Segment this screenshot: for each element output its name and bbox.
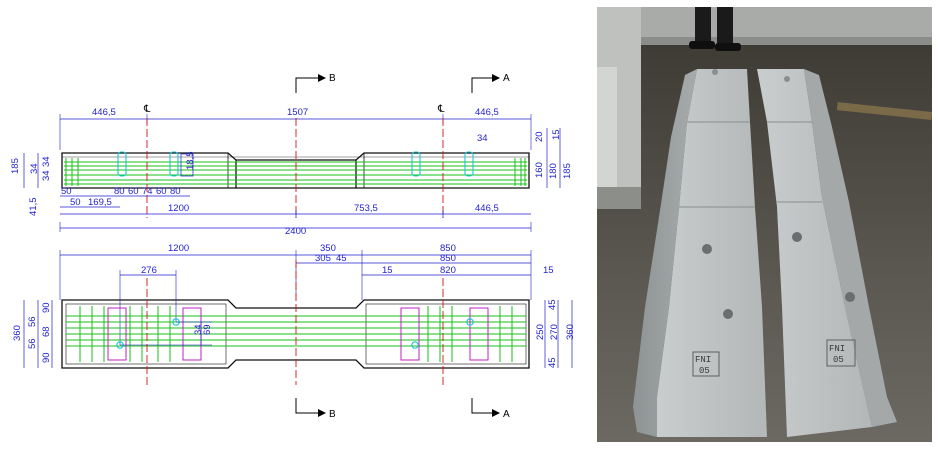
dim-right-20: 20 [534, 131, 545, 142]
bottom-view: 1200 350 850 276 305 45 850 15 820 15 [12, 243, 576, 385]
dim-plan-left-56a: 56 [27, 316, 38, 327]
dim-right-185: 185 [562, 163, 573, 179]
block-marking-left-line1: FNI [695, 355, 711, 365]
dim-plan-left-90a: 90 [41, 302, 52, 313]
background-slabs [597, 7, 932, 209]
dim-p3-15b: 15 [543, 265, 554, 276]
section-marker-a-top: A [471, 73, 510, 93]
section-marker-b-bottom: B [295, 398, 336, 420]
section-label-b-top: B [329, 73, 336, 84]
dim-plan-left-360: 360 [12, 325, 23, 341]
label-34-small: 34 [477, 133, 488, 144]
photo-concrete-blocks: FNI 05 FNI 05 [597, 7, 932, 442]
dim-p3-820: 820 [440, 265, 456, 276]
dim-p2-276: 276 [141, 265, 157, 276]
concrete-block-left: FNI 05 [633, 69, 767, 437]
dim-right-180: 180 [548, 163, 559, 179]
dim-plan-right-250: 250 [535, 324, 546, 340]
dim-plan-left-90b: 90 [41, 352, 52, 363]
dim-plan-right-270: 270 [549, 324, 560, 340]
dim-left-34b: 34 [41, 156, 52, 167]
dim-b1-74: 74 [142, 186, 153, 197]
dim-b1-80b: 80 [170, 186, 181, 197]
wooden-plank [836, 102, 932, 120]
centerline-symbol-right: ℄ [437, 104, 445, 115]
dim-detail-69: 69 [202, 324, 213, 335]
dim-plan-right-360: 360 [565, 324, 576, 340]
dim-b2-169: 169,5 [88, 197, 112, 208]
dim-p1-350: 350 [320, 243, 336, 254]
dim-top-446-right: 446,5 [475, 107, 499, 118]
dim-plan-right-45b: 45 [547, 357, 558, 368]
person-legs [689, 7, 741, 51]
block-marking-left-line2: 05 [699, 366, 710, 376]
dim-p2-45: 45 [336, 253, 347, 264]
dim-left-34a: 34 [29, 163, 40, 174]
dim-b1-60a: 60 [128, 186, 139, 197]
dim-b1-60b: 60 [156, 186, 167, 197]
dim-top-446-left: 446,5 [92, 107, 116, 118]
technical-drawing: B A B A ℄ ℄ 446,5 1507 446,5 [10, 73, 576, 420]
block-marking-right-line2: 05 [833, 355, 844, 365]
dim-b1-50: 50 [61, 186, 72, 197]
dim-b1-80a: 80 [114, 186, 125, 197]
dim-right-160: 160 [534, 162, 545, 178]
concrete-block-right: FNI 05 [757, 69, 897, 437]
dim-plan-right-45a: 45 [547, 299, 558, 310]
dim-left-185: 185 [10, 158, 21, 174]
section-marker-b-top: B [295, 73, 336, 93]
label-18-5: 18,5 [185, 152, 196, 171]
dim-detail-34: 34 [193, 324, 204, 335]
section-label-b-bottom: B [329, 409, 336, 420]
dim-p2-850: 850 [440, 253, 456, 264]
dim-b3-446: 446,5 [475, 203, 499, 214]
dim-plan-left-56b: 56 [27, 338, 38, 349]
section-label-a-top: A [503, 73, 510, 84]
section-label-a-bottom: A [503, 409, 510, 420]
dim-b3-753: 753,5 [354, 203, 378, 214]
block-marking-right-line1: FNI [829, 344, 845, 354]
dim-b2-50: 50 [70, 197, 81, 208]
dim-left-34c: 34 [41, 170, 52, 181]
dim-plan-left-68: 68 [41, 326, 52, 337]
dim-right-15: 15 [551, 129, 562, 140]
dim-p2-305: 305 [315, 253, 331, 264]
dim-total-2400: 2400 [285, 226, 306, 237]
dim-p1-850: 850 [440, 243, 456, 254]
dim-b3-1200: 1200 [168, 203, 189, 214]
dim-p3-15a: 15 [382, 265, 393, 276]
dim-top-1507: 1507 [287, 107, 308, 118]
section-marker-a-bottom: A [471, 398, 510, 420]
top-view: 446,5 1507 446,5 [10, 107, 573, 237]
dim-p1-1200: 1200 [168, 243, 189, 254]
centerline-symbol-left: ℄ [143, 104, 151, 115]
dim-left-41-5: 41,5 [28, 198, 39, 217]
